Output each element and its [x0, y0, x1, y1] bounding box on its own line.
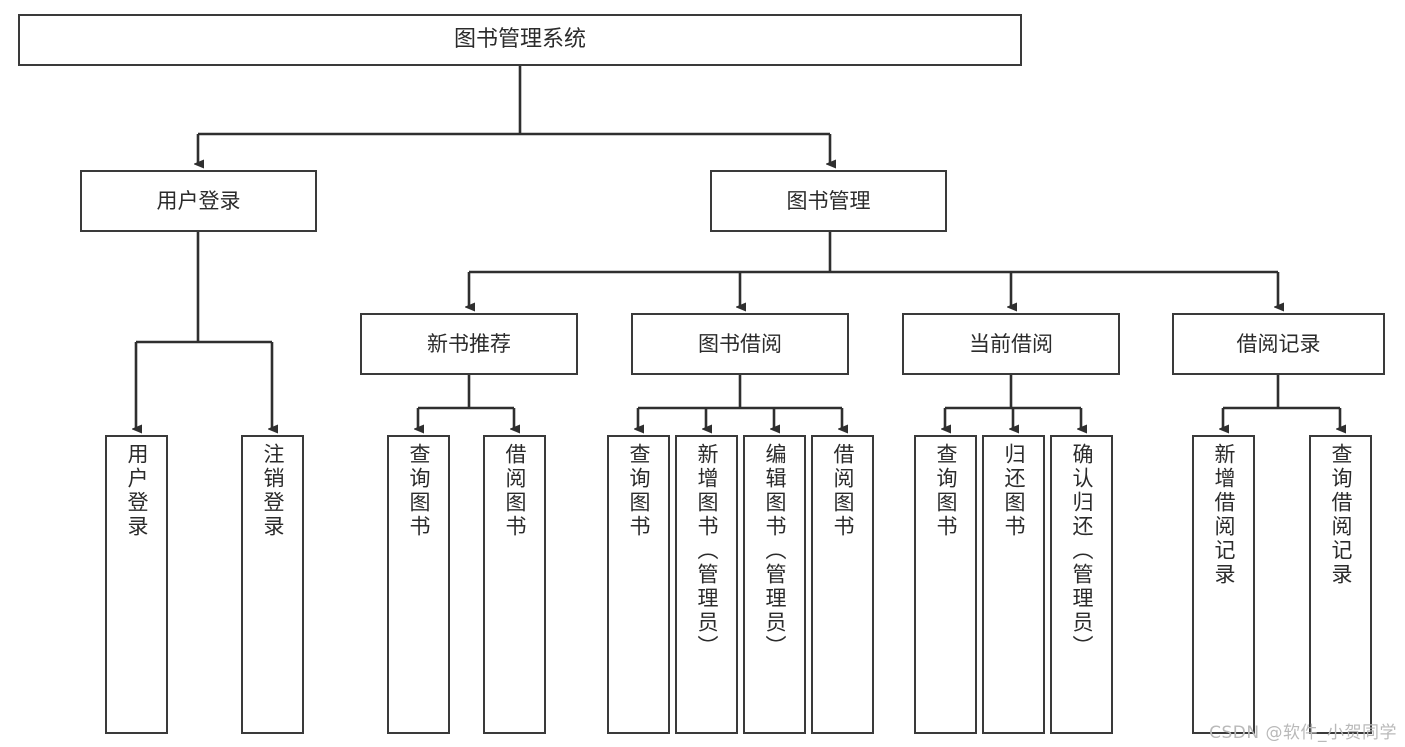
- node-borrow-record[interactable]: 借阅记录: [1172, 313, 1385, 375]
- node-user-login[interactable]: 用户登录: [80, 170, 317, 232]
- leaf-query-book-current[interactable]: 查询图书: [914, 435, 977, 734]
- node-new-book-recommend-label: 新书推荐: [427, 331, 511, 356]
- node-book-borrow-label: 图书借阅: [698, 331, 782, 356]
- leaf-query-borrow-record[interactable]: 查询借阅记录: [1309, 435, 1372, 734]
- leaf-label: 借阅图书: [831, 443, 855, 539]
- leaf-label: 查询借阅记录: [1329, 443, 1353, 587]
- leaf-label: 新增借阅记录: [1212, 443, 1236, 587]
- leaf-label: 查询图书: [627, 443, 651, 539]
- node-book-management[interactable]: 图书管理: [710, 170, 947, 232]
- leaf-label: 编辑图书（管理员）: [763, 443, 787, 659]
- leaf-label: 新增图书（管理员）: [695, 443, 719, 659]
- leaf-user-login[interactable]: 用户登录: [105, 435, 168, 734]
- node-new-book-recommend[interactable]: 新书推荐: [360, 313, 578, 375]
- node-book-borrow[interactable]: 图书借阅: [631, 313, 849, 375]
- leaf-query-book-borrow[interactable]: 查询图书: [607, 435, 670, 734]
- node-current-borrow-label: 当前借阅: [969, 331, 1053, 356]
- leaf-add-book-admin[interactable]: 新增图书（管理员）: [675, 435, 738, 734]
- node-root-label: 图书管理系统: [453, 27, 586, 53]
- leaf-borrow-book[interactable]: 借阅图书: [811, 435, 874, 734]
- node-current-borrow[interactable]: 当前借阅: [902, 313, 1120, 375]
- leaf-label: 查询图书: [407, 443, 431, 539]
- leaf-add-borrow-record[interactable]: 新增借阅记录: [1192, 435, 1255, 734]
- leaf-label: 确认归还（管理员）: [1070, 443, 1094, 659]
- leaf-label: 查询图书: [934, 443, 958, 539]
- node-borrow-record-label: 借阅记录: [1236, 331, 1321, 356]
- leaf-confirm-return-admin[interactable]: 确认归还（管理员）: [1050, 435, 1113, 734]
- leaf-query-book-newbook[interactable]: 查询图书: [387, 435, 450, 734]
- leaf-label: 归还图书: [1002, 443, 1026, 539]
- leaf-label: 借阅图书: [503, 443, 527, 539]
- watermark: CSDN @软件_小贺同学: [1209, 723, 1397, 743]
- leaf-logout[interactable]: 注销登录: [241, 435, 304, 734]
- leaf-return-book[interactable]: 归还图书: [982, 435, 1045, 734]
- node-root[interactable]: 图书管理系统: [18, 14, 1022, 66]
- leaf-label: 用户登录: [125, 443, 149, 539]
- leaf-label: 注销登录: [261, 443, 285, 539]
- node-book-management-label: 图书管理: [786, 188, 871, 213]
- leaf-edit-book-admin[interactable]: 编辑图书（管理员）: [743, 435, 806, 734]
- node-user-login-label: 用户登录: [156, 188, 241, 213]
- leaf-borrow-book-newbook[interactable]: 借阅图书: [483, 435, 546, 734]
